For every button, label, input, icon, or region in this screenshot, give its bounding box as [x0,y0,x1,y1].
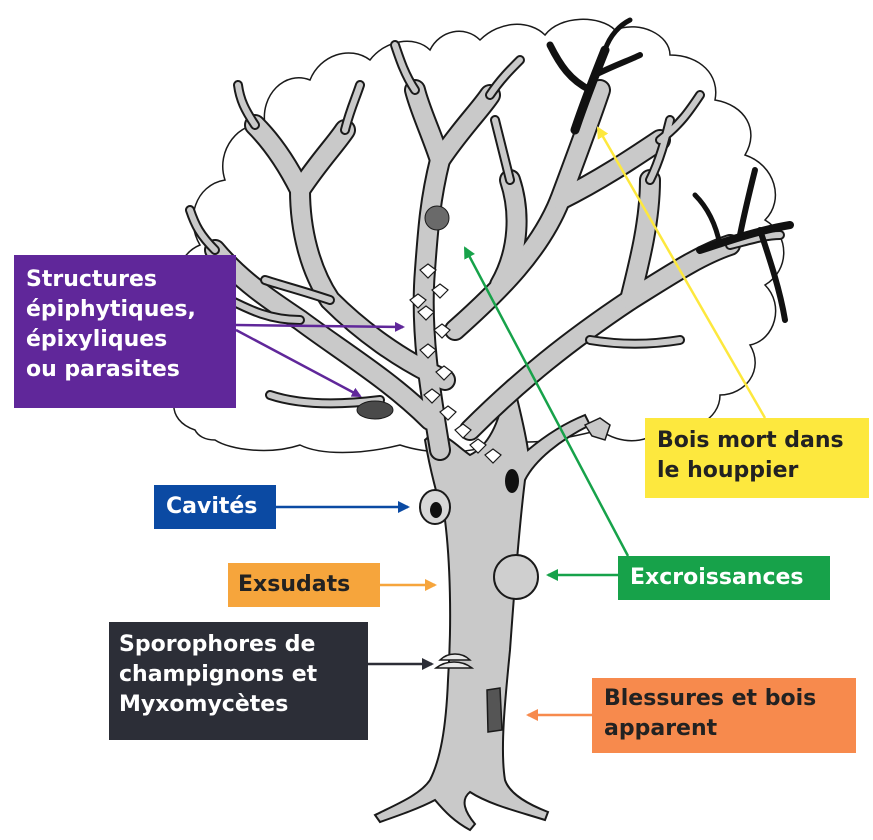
dead-wood [546,17,794,323]
epiphyte-tufts [356,205,450,420]
label-exsudats: Exsudats [228,563,380,607]
label-sporophores: Sporophores de champignons et Myxomycète… [109,622,368,740]
label-bois-mort: Bois mort dans le houppier [645,418,869,498]
burl-growth [493,554,539,600]
tree-crown-outline [168,18,785,454]
arrow-bois-mort [596,126,767,419]
ivy-structures [409,263,502,464]
arrow-epiphytes-ivy [235,321,405,332]
broken-branch-stub [583,417,611,441]
wound-bare-wood [486,687,503,733]
label-blessures: Blessures et bois apparent [592,678,856,753]
tree-branches [185,40,785,461]
cavities [419,469,519,525]
arrow-epiphytes-tuft [235,328,362,398]
label-cavites: Cavités [154,485,276,529]
annotation-arrows [235,126,767,721]
label-excroissances: Excroissances [618,556,830,600]
arrow-excroissances-crown [463,246,630,557]
fungi-brackets [433,653,475,669]
label-epiphytes: Structures épiphytiques, épixyliques ou … [14,255,236,408]
tree-trunk [373,389,592,832]
